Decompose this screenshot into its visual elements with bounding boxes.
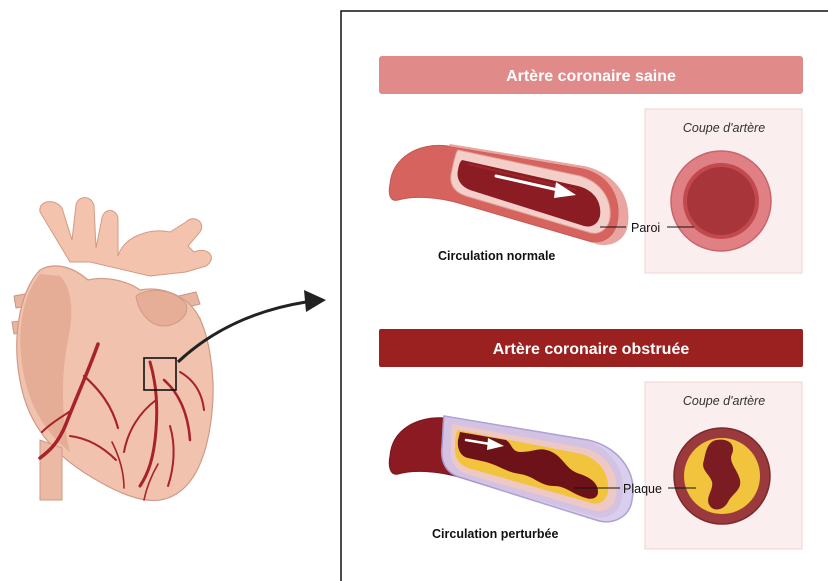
healthy-cross-section-lumen [687, 167, 755, 235]
healthy-title: Artère coronaire saine [506, 68, 676, 85]
healthy-section-label: Coupe d'artère [683, 121, 765, 135]
blocked-caption: Circulation perturbée [432, 527, 558, 541]
aorta-vessels [40, 198, 212, 276]
blocked-section-label: Coupe d'artère [683, 394, 765, 408]
paroi-label: Paroi [631, 221, 660, 235]
healthy-caption: Circulation normale [438, 249, 555, 263]
plaque-label: Plaque [623, 482, 662, 496]
blocked-title: Artère coronaire obstruée [493, 341, 690, 358]
heart-illustration [12, 198, 213, 501]
